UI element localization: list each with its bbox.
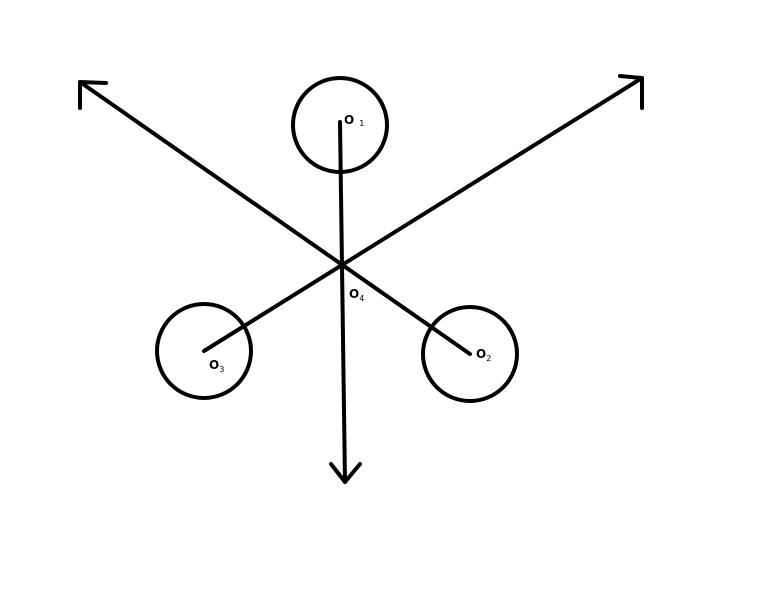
line-o2-to-upper-left <box>78 80 472 356</box>
line-o3-to-upper-right <box>202 76 644 353</box>
circle-o2 <box>421 305 519 403</box>
arrowhead-bottom <box>329 462 362 484</box>
arrowhead-upper-left <box>78 80 108 110</box>
arrowhead-upper-right <box>618 74 644 110</box>
label-o3: O3 <box>209 358 224 374</box>
circle-o3 <box>155 302 253 400</box>
line-o1-to-bottom <box>338 120 347 484</box>
label-o2: O2 <box>476 347 491 363</box>
label-o4: O4 <box>349 287 364 303</box>
